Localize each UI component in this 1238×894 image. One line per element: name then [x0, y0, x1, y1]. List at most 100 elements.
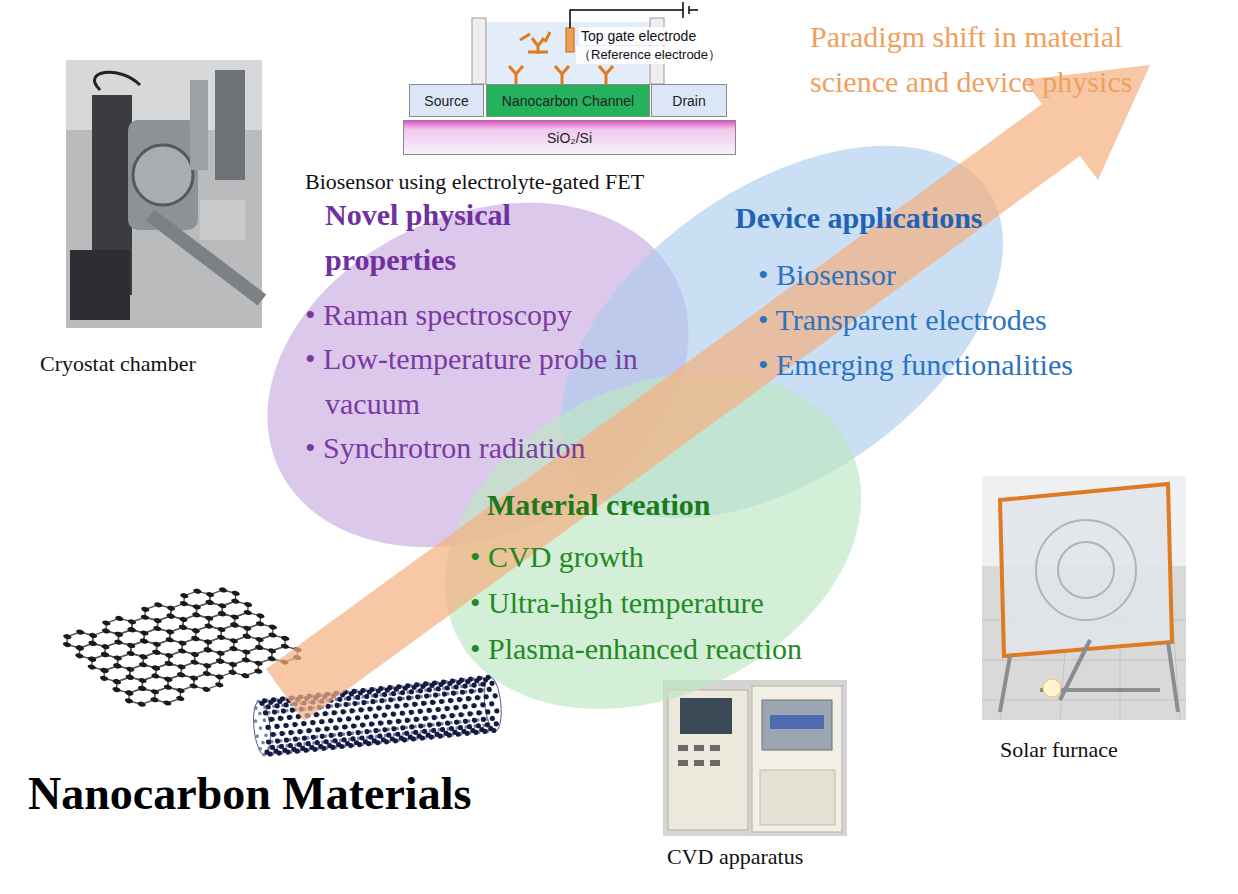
fresnel-lens: [1000, 484, 1172, 656]
tube-atom: [480, 681, 486, 687]
tube-atom: [489, 701, 495, 707]
tube-atom: [328, 718, 334, 724]
tube-atom: [301, 721, 307, 727]
bullet-item: • Plasma-enhanced reaction: [470, 626, 802, 671]
tube-atom: [399, 710, 405, 716]
carbon-atom: [188, 683, 199, 690]
carbon-atom: [280, 635, 291, 642]
carbon-atom: [163, 676, 174, 683]
carbon-atom: [163, 676, 174, 683]
tube-atom: [364, 694, 370, 700]
tube-end: [251, 700, 273, 755]
tube-atom: [289, 707, 295, 713]
carbon-atom: [229, 614, 240, 621]
carbon-atom: [204, 615, 215, 622]
tube-atom: [437, 733, 443, 739]
tube-atom: [471, 682, 477, 688]
tube-atom: [453, 705, 459, 711]
furnace-cabinet: [752, 686, 842, 832]
tube-atom: [473, 730, 479, 736]
bullet-item: • Ultra-high temperature: [470, 580, 764, 625]
carbon-atom: [190, 635, 201, 642]
tube-atom: [465, 696, 471, 702]
carbon-atom: [62, 641, 73, 648]
carbon-atom: [179, 592, 190, 599]
carbon-atom: [228, 645, 239, 652]
tube-atom: [402, 737, 408, 743]
tube-atom: [360, 722, 366, 728]
carbon-atom: [153, 601, 164, 608]
tube-atom: [270, 732, 276, 738]
carbon-atom: [137, 685, 148, 692]
lens-rings: [1036, 520, 1136, 620]
tube-atom: [346, 731, 352, 737]
carbon-atom: [190, 635, 201, 642]
carbon-atom: [75, 629, 86, 636]
tube-atom: [264, 733, 268, 737]
tube-atom: [281, 708, 287, 714]
bullet-item: • Transparent electrodes: [758, 297, 1047, 342]
carbon-atom: [165, 613, 176, 620]
carbon-atom: [217, 610, 228, 617]
tube-atom: [462, 683, 468, 689]
carbon-atom: [253, 660, 264, 667]
photo-caption: Solar furnace: [1000, 736, 1118, 764]
tube-atom: [379, 698, 385, 704]
tube-atom: [337, 696, 343, 702]
carbon-atom: [87, 656, 98, 663]
tube-atom: [403, 702, 409, 708]
tube-atom: [355, 730, 361, 736]
carbon-atom: [189, 659, 200, 666]
carbon-atom: [229, 622, 240, 629]
tube-atom: [367, 706, 373, 712]
furnace-tube: [770, 715, 824, 729]
carbon-atom: [139, 638, 150, 645]
tube-atom: [463, 718, 469, 724]
carbon-atom: [111, 678, 122, 685]
tube-atom: [453, 684, 459, 690]
tube-atom: [322, 711, 328, 717]
tube-atom: [408, 709, 414, 715]
carbon-atom: [125, 650, 136, 657]
tube-atom: [276, 750, 282, 756]
tube-atom: [295, 714, 301, 720]
tube-atom: [351, 723, 357, 729]
tube-atom: [485, 709, 491, 715]
tube-atom: [346, 696, 352, 702]
tube-atom: [421, 701, 427, 707]
tube-atom: [426, 708, 432, 714]
tube-atom: [493, 721, 499, 727]
tube-atom: [301, 700, 307, 706]
tube-atom: [480, 702, 486, 708]
lens-rings: [1058, 542, 1114, 598]
substrate-box: SiO₂/Si: [403, 120, 736, 155]
tube-atom: [427, 687, 433, 693]
tube-atom: [424, 693, 430, 699]
cryo-head: [190, 80, 208, 170]
carbon-atom: [175, 695, 186, 702]
tube-atom: [370, 699, 376, 705]
carbon-atom: [205, 591, 216, 598]
bullet-item: • Synchrotron radiation: [305, 425, 585, 470]
carbon-atom: [151, 649, 162, 656]
channel-box: Nanocarbon Channel: [486, 84, 650, 117]
tube-atom: [439, 699, 445, 705]
carbon-atom: [254, 636, 265, 643]
tube-atom: [259, 700, 265, 706]
tube-atom: [494, 708, 500, 714]
carbon-atom: [74, 645, 85, 652]
tube-atom: [293, 736, 299, 742]
tube-atom: [266, 739, 272, 745]
tube-atom: [492, 693, 498, 699]
tube-atom: [448, 698, 454, 704]
photo-caption: Cryostat chamber: [40, 350, 196, 378]
carbon-atom: [214, 674, 225, 681]
tube-atom: [417, 709, 423, 715]
carbon-atom: [149, 688, 160, 695]
paradigm-text: Paradigm shift in material science and d…: [810, 14, 1210, 104]
tube-atom: [330, 745, 336, 751]
carbon-atom: [152, 617, 163, 624]
tube-atom: [422, 716, 428, 722]
carbon-atom: [254, 644, 265, 651]
carbon-atom: [178, 624, 189, 631]
